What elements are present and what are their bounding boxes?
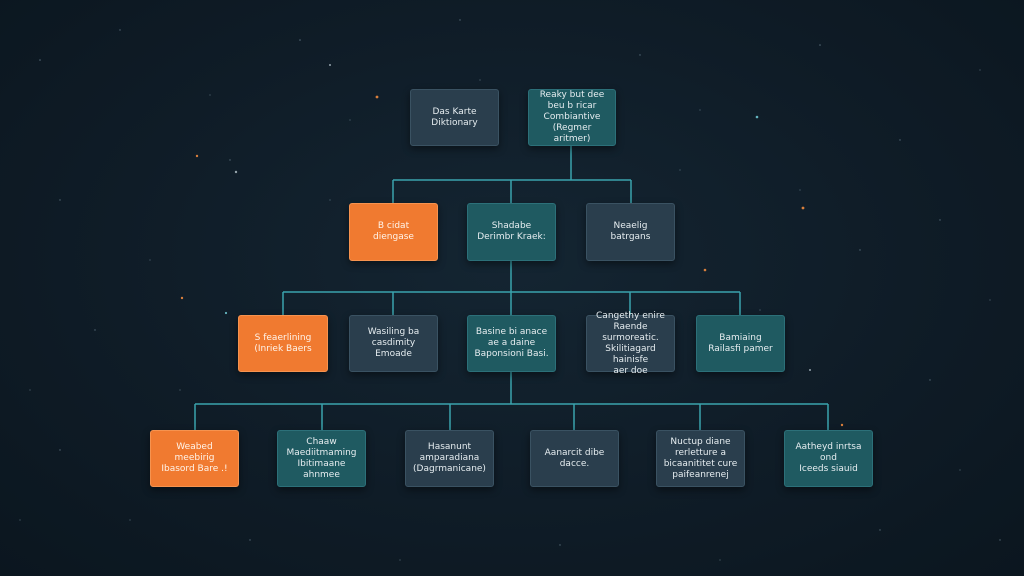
node-level3-2[interactable]: Wasiling ba casdimity Emoade xyxy=(349,315,438,372)
node-level4-3[interactable]: Hasanunt amparadiana (Dagrmanicane) xyxy=(405,430,494,487)
node-level4-2[interactable]: Chaaw Maediitmaming Ibitimaane ahnmee xyxy=(277,430,366,487)
node-level2-3[interactable]: Neaelig batrgans xyxy=(586,203,675,261)
node-level3-5[interactable]: Bamiaing Railasfi pamer xyxy=(696,315,785,372)
node-level3-4[interactable]: Cangethy enire Raende surmoreatic. Skili… xyxy=(586,311,675,376)
connector-level3-to-level4 xyxy=(194,372,829,430)
node-level4-6[interactable]: Aatheyd inrtsa ond Iceeds siauid xyxy=(784,430,873,487)
connector-root-to-level2 xyxy=(392,146,632,203)
node-level2-2[interactable]: Shadabe Derimbr Kraek: xyxy=(467,203,556,261)
node-top-left[interactable]: Das Karte Diktionary xyxy=(410,89,499,146)
node-level4-4[interactable]: Aanarcit dibe dacce. xyxy=(530,430,619,487)
node-level4-5[interactable]: Nuctup diane rerletture a bicaanititet c… xyxy=(656,430,745,487)
connector-level2-to-level3 xyxy=(282,260,741,315)
node-level4-1[interactable]: Weabed meebirig Ibasord Bare .! xyxy=(150,430,239,487)
node-level3-3[interactable]: Basine bi anace ae a daine Baponsioni Ba… xyxy=(467,315,556,372)
node-level3-1[interactable]: S feaerlining (Inriek Baers xyxy=(238,315,328,372)
node-root[interactable]: Reaky but dee beu b ricar Combiantive (R… xyxy=(528,89,616,146)
node-level2-1[interactable]: B cidat diengase xyxy=(349,203,438,261)
